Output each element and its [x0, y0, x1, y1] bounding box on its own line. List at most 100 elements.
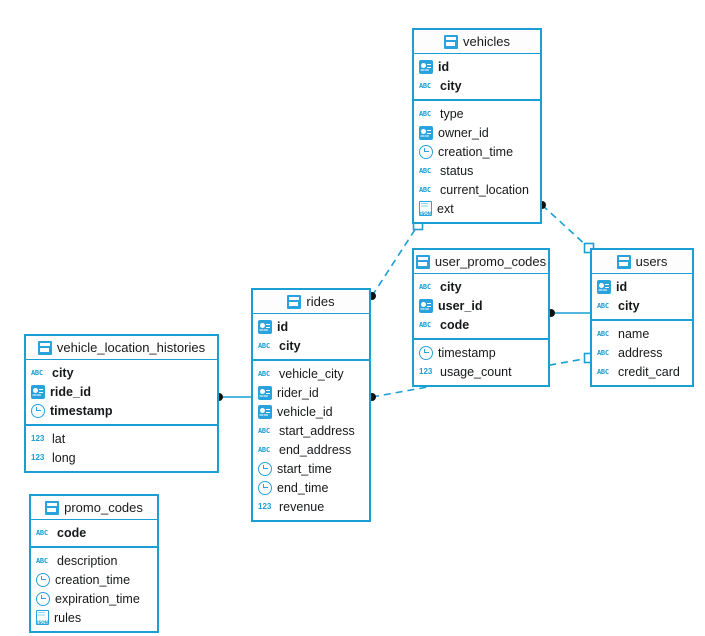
field-label: vehicle_id [277, 404, 333, 419]
abc-text-icon: ABC [597, 348, 609, 357]
primary-key-section: ABC code [31, 520, 157, 548]
abc-text-icon: ABC [31, 368, 43, 377]
field-rides-start_time[interactable]: start_time [253, 459, 369, 478]
field-rides-rider_id[interactable]: rider_id [253, 383, 369, 402]
field-promo_codes-expiration_time[interactable]: expiration_time [31, 589, 157, 608]
field-label: city [52, 365, 74, 380]
abc-text-icon: ABC [36, 528, 48, 537]
field-rides-id[interactable]: id [253, 317, 369, 336]
field-users-id[interactable]: id [592, 277, 692, 296]
field-vehicle_location_histories-ride_id[interactable]: ride_id [26, 382, 217, 401]
abc-text-icon: ABC [419, 81, 431, 90]
entity-header-user_promo_codes[interactable]: user_promo_codes [414, 250, 548, 274]
relationship-vehicles-to-users[interactable] [538, 201, 595, 254]
field-users-name[interactable]: ABC name [592, 324, 692, 343]
field-vehicles-owner_id[interactable]: owner_id [414, 123, 540, 142]
primary-key-section: ABC city ride_id timestamp [26, 360, 217, 426]
field-user_promo_codes-city[interactable]: ABC city [414, 277, 548, 296]
field-promo_codes-rules[interactable]: rules [31, 608, 157, 627]
field-rides-start_address[interactable]: ABC start_address [253, 421, 369, 440]
field-vehicle_location_histories-timestamp[interactable]: timestamp [26, 401, 217, 420]
number-123-icon: 123 [419, 366, 433, 376]
field-promo_codes-creation_time[interactable]: creation_time [31, 570, 157, 589]
field-label: code [57, 525, 87, 540]
field-user_promo_codes-code[interactable]: ABC code [414, 315, 548, 334]
number-123-icon: 123 [31, 433, 45, 443]
field-rides-end_time[interactable]: end_time [253, 478, 369, 497]
field-label: timestamp [438, 345, 496, 360]
entity-header-users[interactable]: users [592, 250, 692, 274]
field-vehicles-creation_time[interactable]: creation_time [414, 142, 540, 161]
clock-icon [258, 480, 272, 495]
relationship-user-promo-codes-to-users[interactable] [547, 309, 590, 317]
entity-header-vehicles[interactable]: vehicles [414, 30, 540, 54]
field-vehicle_location_histories-city[interactable]: ABC city [26, 363, 217, 382]
field-label: code [440, 317, 470, 332]
field-label: end_time [277, 480, 329, 495]
field-label: start_address [279, 423, 355, 438]
field-promo_codes-code[interactable]: ABC code [31, 523, 157, 542]
clock-icon [31, 403, 45, 418]
field-label: status [440, 163, 474, 178]
field-vehicles-city[interactable]: ABC city [414, 76, 540, 95]
table-icon [444, 34, 459, 49]
field-label: city [440, 279, 462, 294]
field-label: start_time [277, 461, 332, 476]
field-rides-vehicle_id[interactable]: vehicle_id [253, 402, 369, 421]
field-vehicles-id[interactable]: id [414, 57, 540, 76]
field-label: name [618, 326, 650, 341]
entity-header-promo_codes[interactable]: promo_codes [31, 496, 157, 520]
abc-text-icon: ABC [597, 367, 609, 376]
number-123-icon: 123 [31, 452, 45, 462]
json-document-icon [419, 201, 432, 216]
abc-text-icon: ABC [597, 301, 609, 310]
field-vehicles-ext[interactable]: ext [414, 199, 540, 218]
table-icon [415, 254, 430, 269]
field-label: id [616, 279, 628, 294]
field-label: ext [437, 201, 454, 216]
clock-icon [419, 345, 433, 360]
field-vehicles-status[interactable]: ABC status [414, 161, 540, 180]
field-user_promo_codes-timestamp[interactable]: timestamp [414, 343, 548, 362]
id-card-icon [419, 298, 433, 313]
entity-header-vehicle_location_histories[interactable]: vehicle_location_histories [26, 336, 217, 360]
abc-text-icon: ABC [258, 426, 270, 435]
abc-text-icon: ABC [419, 320, 431, 329]
field-user_promo_codes-user_id[interactable]: user_id [414, 296, 548, 315]
field-label: timestamp [50, 403, 113, 418]
entity-name: user_promo_codes [434, 253, 547, 269]
abc-text-icon: ABC [597, 329, 609, 338]
entity-name: rides [306, 293, 335, 309]
field-label: city [440, 78, 462, 93]
abc-text-icon: ABC [419, 282, 431, 291]
entity-header-rides[interactable]: rides [253, 290, 369, 314]
abc-text-icon: ABC [419, 166, 431, 175]
id-card-icon [419, 59, 433, 74]
relationship-vehicle-location-histories-to-rides[interactable] [215, 393, 251, 401]
